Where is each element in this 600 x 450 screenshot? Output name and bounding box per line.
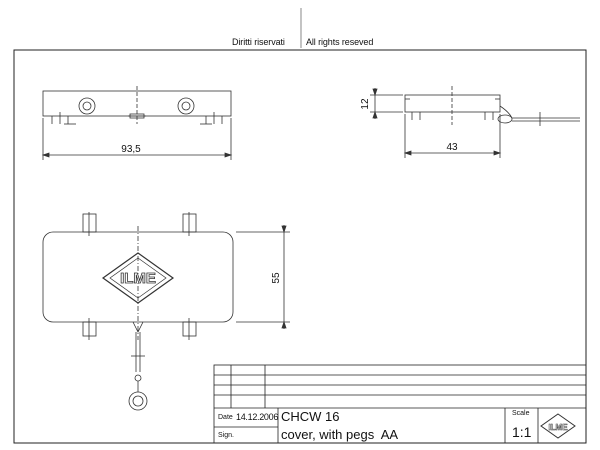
top-view (42, 212, 290, 411)
product-description: cover, with pegs AA (281, 427, 399, 442)
front-width-dimension: 93,5 (121, 144, 141, 155)
rights-reserved-english: All rights reseved (306, 37, 374, 47)
ilme-logo-small: ILME (540, 413, 576, 439)
sign-label: Sign. (218, 432, 234, 439)
date-value: 14.12.2006 (236, 412, 279, 422)
rights-reserved-italian: Diritti riservati (232, 37, 285, 47)
ilme-logo-text: ILME (120, 270, 156, 287)
ilme-logo-large: ILME (101, 252, 175, 304)
scale-label: Scale (512, 410, 530, 417)
product-code: CHCW 16 (281, 409, 340, 424)
scale-value: 1:1 (512, 424, 532, 440)
top-height-dimension: 55 (271, 272, 282, 284)
date-label: Date (218, 414, 233, 421)
ilme-logo-small-text: ILME (548, 423, 568, 432)
side-height-dimension: 12 (360, 98, 371, 110)
side-width-dimension: 43 (446, 142, 458, 153)
title-block (213, 364, 587, 444)
front-view (41, 86, 233, 160)
side-view (370, 86, 580, 158)
